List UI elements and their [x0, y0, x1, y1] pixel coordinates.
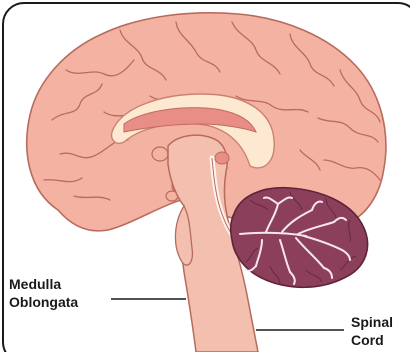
medulla-label-line1: Medulla	[9, 276, 61, 293]
pineal-gland	[215, 152, 229, 164]
medulla-label-line2: Oblongata	[9, 294, 78, 311]
anterior-commissure	[152, 147, 168, 161]
spinal-cord-label-line1: Spinal	[351, 314, 393, 331]
spinal-cord-label-line2: Cord	[351, 332, 384, 349]
